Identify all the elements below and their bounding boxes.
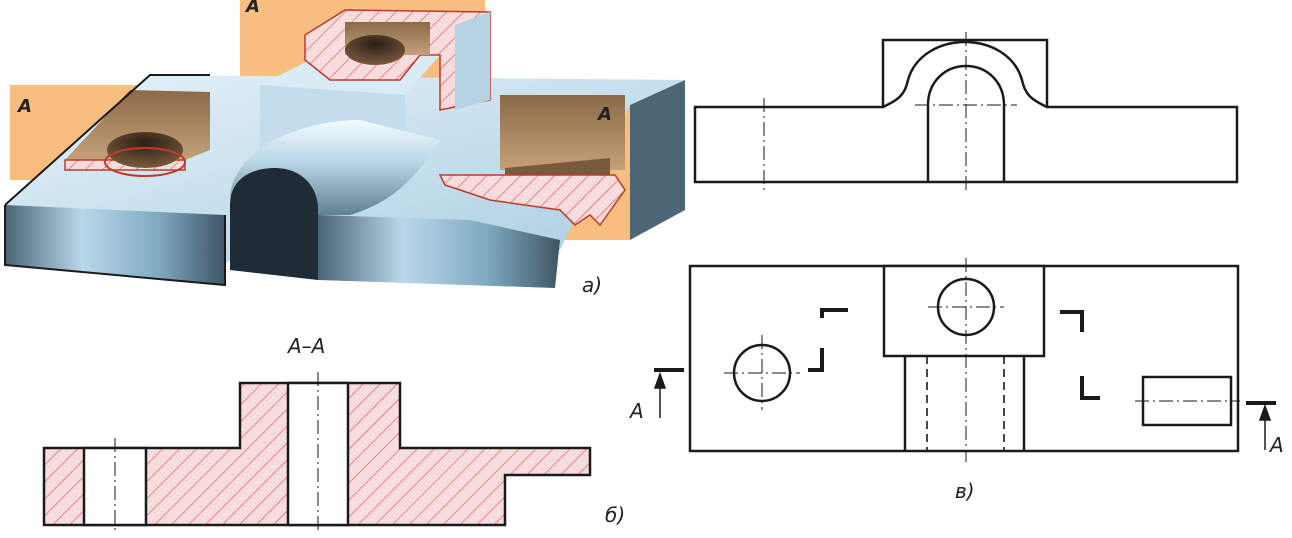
iso-outline-top xyxy=(4,74,210,206)
cut-label-left: A xyxy=(16,96,32,117)
base-right-face xyxy=(630,80,685,240)
cut-mark-right: A xyxy=(1268,433,1284,457)
cut-label-right: A xyxy=(596,104,612,125)
cut-mark-left: A xyxy=(628,399,644,423)
top-view-boss xyxy=(882,264,1046,358)
front-view xyxy=(693,32,1239,190)
left-hole-rim xyxy=(104,147,186,177)
base-front-face xyxy=(5,205,225,285)
front-view-arch-outer xyxy=(882,40,1048,109)
cut-step-left-lower xyxy=(808,348,824,372)
cut-step-right xyxy=(1060,310,1084,332)
section-arrow-icon xyxy=(653,371,1272,450)
cut-label-top: A xyxy=(244,0,260,17)
cylinder-channel xyxy=(230,120,440,215)
right-pocket-wall xyxy=(500,95,625,170)
right-section xyxy=(438,174,626,227)
section-title: A–A xyxy=(286,334,325,358)
section-view: A–A б) xyxy=(42,334,625,532)
cut-step-left xyxy=(820,308,848,318)
upper-hole xyxy=(345,35,405,65)
iso-outline xyxy=(4,205,226,287)
view-label-v: в) xyxy=(955,479,975,503)
view-label-b: б) xyxy=(605,503,625,527)
top-view xyxy=(654,258,1276,462)
base-front-face-right xyxy=(318,215,560,288)
view-label-a: a) xyxy=(582,273,602,297)
cut-step-right-lower xyxy=(1080,376,1100,400)
left-hole xyxy=(107,132,183,168)
arch-opening xyxy=(230,168,318,280)
upper-box-side xyxy=(455,12,490,110)
isometric-view: A A A a) xyxy=(4,0,685,297)
